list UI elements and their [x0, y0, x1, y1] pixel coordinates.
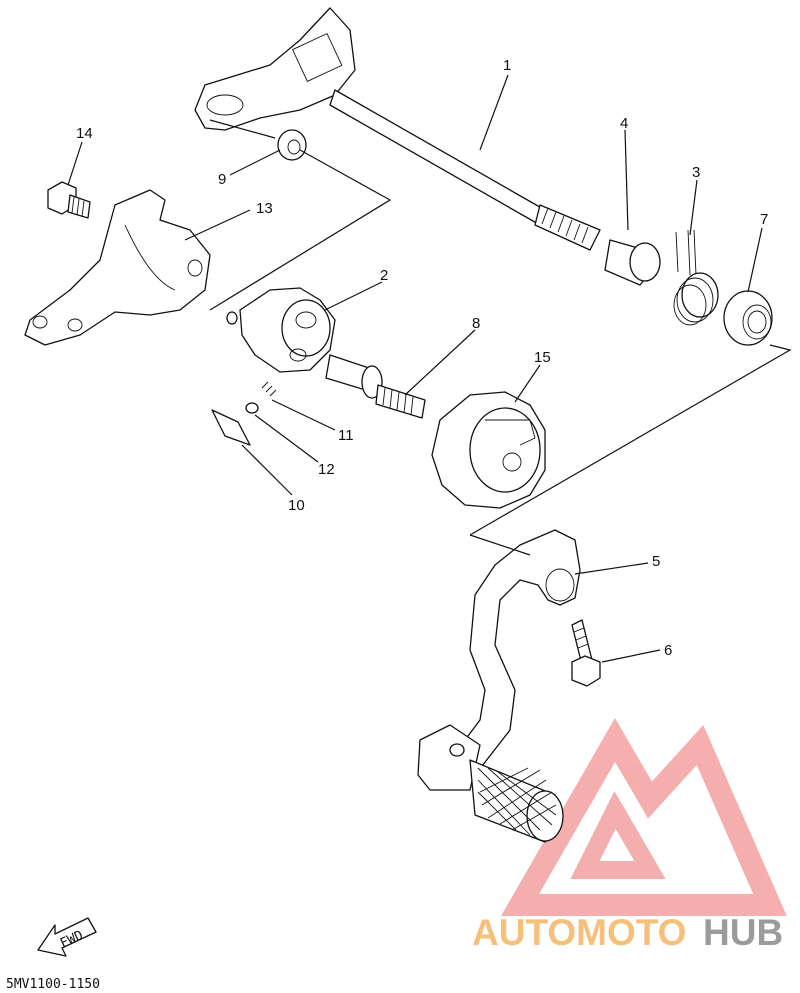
callout-5: 5: [652, 553, 660, 570]
callout-2: 2: [380, 267, 388, 284]
part-spring-11: [261, 381, 277, 397]
watermark-text-hub: HUB: [703, 912, 783, 953]
callout-9: 9: [218, 171, 226, 188]
callout-3: 3: [692, 164, 700, 181]
callout-13: 13: [256, 200, 273, 217]
watermark-text-auto: AUTOMOTO: [472, 912, 686, 953]
callout-14: 14: [76, 125, 93, 142]
fwd-arrow-icon: FWD: [37, 917, 97, 957]
callout-1: 1: [503, 57, 511, 74]
callout-4: 4: [620, 115, 628, 132]
part-bolt-14: [47, 181, 91, 219]
part-stopper-lever: [24, 189, 211, 346]
part-pinch-bolt: [571, 619, 601, 687]
part-segment-bolt: [325, 354, 426, 419]
part-shift-cam: [431, 391, 546, 509]
callout-labels: 1 2 3 4 5 6 7 8 9 10 11 12 13 14 15: [76, 57, 768, 659]
reference-lines: [209, 119, 792, 556]
callout-11: 11: [338, 427, 354, 444]
part-washer: [277, 129, 307, 161]
callout-8: 8: [472, 315, 480, 332]
watermark-text: AUTOMOTO HUB: [472, 912, 783, 953]
callout-7: 7: [760, 211, 768, 228]
part-shift-pedal: [417, 529, 581, 843]
part-shift-shaft: [194, 7, 601, 251]
callout-10: 10: [288, 497, 305, 514]
callout-6: 6: [664, 642, 672, 659]
part-collar: [604, 239, 661, 286]
part-segment: [226, 287, 336, 373]
diagram-code: 5MV1100-1150: [6, 977, 100, 992]
part-pin-12: [245, 402, 259, 414]
callout-12: 12: [318, 461, 335, 478]
part-oil-seal: [723, 290, 773, 346]
callout-15: 15: [534, 349, 551, 366]
leader-lines: [67, 74, 763, 663]
part-plate-10: [211, 409, 251, 446]
watermark-logo: [500, 718, 787, 916]
pedal-knurling: [477, 767, 557, 836]
part-torsion-spring: [673, 229, 719, 326]
